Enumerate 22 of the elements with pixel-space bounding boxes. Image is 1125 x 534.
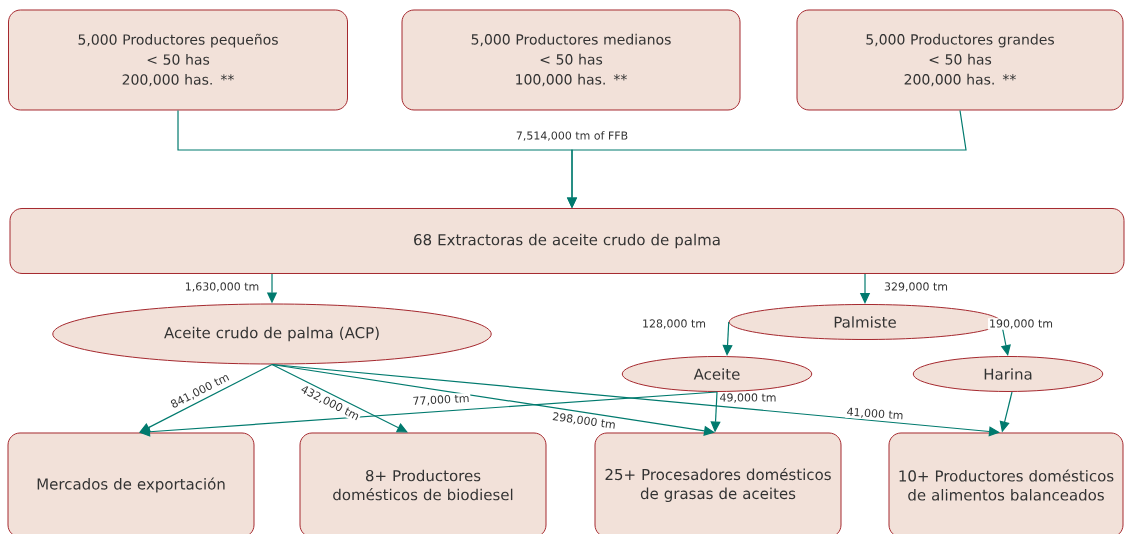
edge-label: 41,000 tm [845, 406, 905, 422]
arrow [722, 321, 733, 356]
edge-label: 1,630,000 tm [183, 281, 261, 293]
arrow [271, 363, 1000, 437]
edge-label: 128,000 tm [641, 318, 707, 330]
edge-label: 190,000 tm [988, 318, 1054, 330]
edge-label: 49,000 tm [718, 392, 778, 404]
edge-label: 298,000 tm [550, 410, 618, 432]
edge-label: 7,514,000 tm of FFB [514, 130, 630, 142]
arrow [271, 363, 715, 436]
process-box: 25+ Procesadores domésticos de grasas de aceites [594, 432, 842, 534]
process-box: 10+ Productores domésticos de alimentos balanceados [888, 432, 1124, 534]
process-box: 5,000 Productores medianos < 50 has 100,000 has. ** [401, 9, 741, 111]
process-box: 8+ Productores domésticos de biodiesel [299, 432, 547, 534]
process-box: 5,000 Productores pequeños < 50 has 200,000 has. ** [8, 9, 348, 111]
edge-label: 329,000 tm [883, 281, 949, 293]
edge-label: 77,000 tm [411, 392, 471, 408]
process-box: 5,000 Productores grandes < 50 has 200,000 has. ** [796, 9, 1124, 111]
process-box: Mercados de exportación [7, 432, 255, 534]
process-box: 68 Extractoras de aceite crudo de palma [9, 208, 1125, 274]
arrow [271, 363, 408, 433]
arrow [139, 391, 718, 437]
